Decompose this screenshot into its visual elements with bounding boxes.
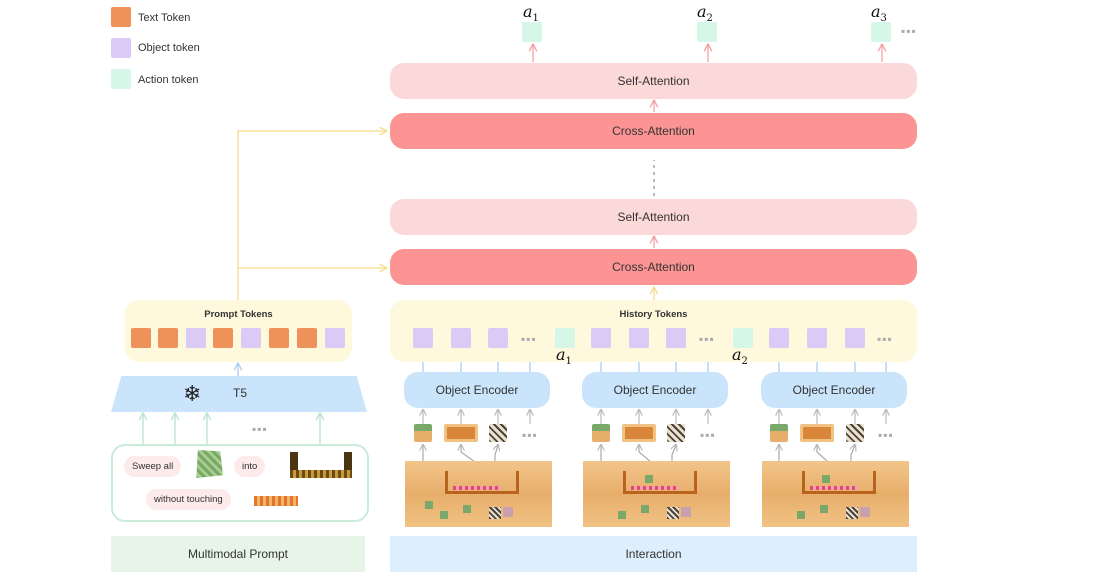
output-a2-label: a2 [697,2,713,25]
prompt-word-without-touching: without touching [146,489,231,510]
prompt-to-cross-top-arrow [237,131,386,300]
output-a3-label: a3 [871,2,887,25]
constraint-line-image [254,496,298,506]
interaction-label: Interaction [390,536,917,572]
object-crop-square [800,424,834,442]
history-object-token [845,328,865,348]
object-crop-debris [592,424,610,442]
three-sided-square-image [290,452,352,478]
prompt-object-token [325,328,345,348]
object-encoder-1: Object Encoder [404,372,550,408]
prompt-word-sweep-all: Sweep all [124,456,182,477]
legend-object-token-label: Object token [138,42,200,54]
history-tokens-title: History Tokens [619,309,688,320]
history-object-token [769,328,789,348]
prompt-text-token [213,328,233,348]
history-action-a1-label: a1 [556,345,572,368]
output-ellipsis: ▪▪▪ [901,24,917,38]
object-encoder-2: Object Encoder [582,372,728,408]
crop-ellipsis: ▪▪▪ [700,428,716,442]
history-action-token-1 [555,328,575,348]
history-object-token [488,328,508,348]
text-token-swatch [111,7,131,27]
history-object-token [413,328,433,348]
history-ellipsis: ▪▪▪ [877,332,893,346]
history-object-token [807,328,827,348]
history-tokens-panel [390,300,917,362]
prompt-word-into: into [234,456,266,477]
history-object-token [629,328,649,348]
object-crop-obstacle [846,424,864,442]
output-action-token-3 [871,22,891,42]
object-crop-square [444,424,478,442]
snowflake-icon: ❄ [183,381,202,406]
history-object-token [591,328,611,348]
prompt-text-token [131,328,151,348]
t5-encoder: ❄ T5 [111,376,367,412]
prompt-input-ellipsis: ▪▪▪ [252,422,268,436]
cross-attention-top: Cross-Attention [390,113,917,149]
object-crop-obstacle [667,424,685,442]
crop-ellipsis: ▪▪▪ [878,428,894,442]
history-object-token [666,328,686,348]
multimodal-prompt-label: Multimodal Prompt [111,536,365,572]
object-encoder-3: Object Encoder [761,372,907,408]
history-action-a2-label: a2 [732,345,748,368]
t5-label: T5 [233,386,248,400]
history-action-token-2 [733,328,753,348]
crop-ellipsis: ▪▪▪ [522,428,538,442]
history-ellipsis: ▪▪▪ [699,332,715,346]
prompt-text-token [269,328,289,348]
self-attention-top: Self-Attention [390,63,917,99]
prompt-object-token [186,328,206,348]
cross-attention-bottom: Cross-Attention [390,249,917,285]
history-object-token [451,328,471,348]
object-crop-debris [414,424,432,442]
prompt-object-token [241,328,261,348]
scene-image-3 [762,461,909,527]
self-attention-bottom: Self-Attention [390,199,917,235]
action-token-swatch [111,69,131,89]
output-action-token-1 [522,22,542,42]
object-crop-square [622,424,656,442]
object-crop-debris [770,424,788,442]
output-a1-label: a1 [523,2,539,25]
history-ellipsis: ▪▪▪ [521,332,537,346]
legend-action-token-label: Action token [138,74,199,86]
scene-image-2 [583,461,730,527]
debris-object-image [196,450,223,478]
object-token-swatch [111,38,131,58]
object-crop-obstacle [489,424,507,442]
output-action-token-2 [697,22,717,42]
prompt-text-token [297,328,317,348]
legend-text-token-label: Text Token [138,12,191,24]
scene-image-1 [405,461,552,527]
prompt-text-token [158,328,178,348]
prompt-tokens-title: Prompt Tokens [204,309,273,320]
